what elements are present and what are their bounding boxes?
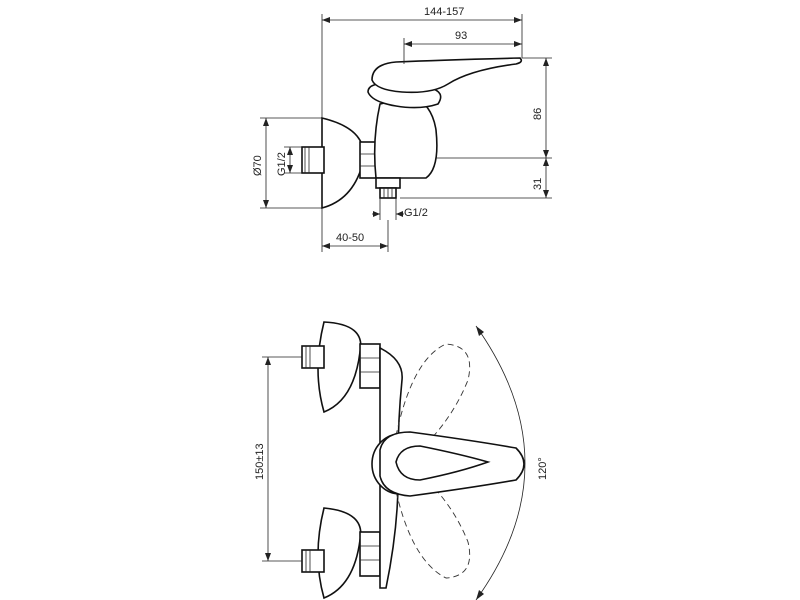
lever-position-up-dashed (393, 343, 471, 451)
dim-height-lower: 31 (532, 178, 544, 190)
side-wall-rosette (321, 116, 365, 210)
dim-inlet-spacing: 150±13 (254, 443, 266, 480)
front-lower-nipple (301, 549, 325, 573)
side-lever-handle (371, 57, 523, 94)
front-upper-nipple (301, 345, 325, 369)
dim-lever-length: 93 (455, 30, 467, 42)
side-inlet-nipple (301, 146, 325, 174)
front-upper-nut (359, 343, 381, 389)
side-bottom-outlet (375, 177, 401, 189)
side-view: 144-157 93 86 31 Ø70 G1/2 (252, 6, 552, 252)
front-view: 120° 150±13 (254, 321, 549, 600)
front-lower-nut (359, 531, 381, 577)
rotation-arc (475, 325, 526, 600)
side-mixer-body (373, 95, 438, 179)
dim-rosette-diameter: Ø70 (252, 155, 264, 176)
dim-total-length: 144-157 (424, 6, 464, 18)
dim-lever-rotation: 120° (537, 457, 549, 480)
dim-wall-offset: 40-50 (336, 232, 364, 244)
front-lever-cutout (395, 445, 491, 481)
dim-inlet-thread: G1/2 (276, 152, 288, 176)
dim-outlet-thread: G1/2 (404, 207, 428, 219)
lever-position-down-dashed (393, 473, 471, 579)
dim-height-upper: 86 (532, 108, 544, 120)
